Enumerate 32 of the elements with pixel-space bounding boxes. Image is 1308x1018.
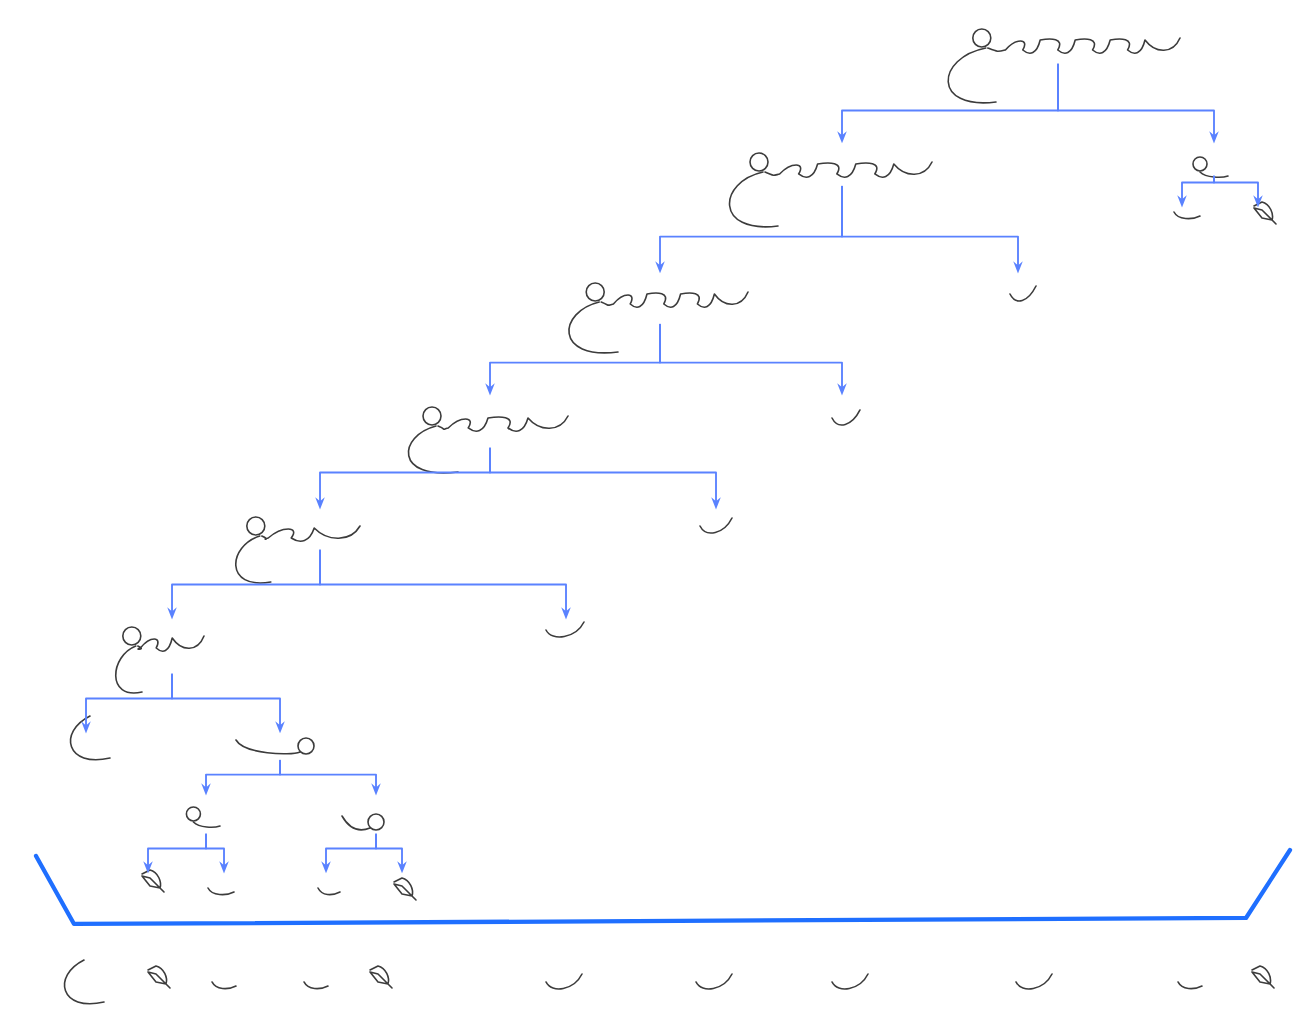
glyph-drawing xyxy=(211,981,237,990)
glyph-drawing xyxy=(341,813,385,831)
glyph-drawing xyxy=(69,715,111,761)
glyph-drawing xyxy=(695,973,733,990)
glyph-drawing xyxy=(1015,973,1053,990)
glyph-drawing xyxy=(699,517,733,534)
glyph-drawing xyxy=(831,409,861,426)
glyph-drawing xyxy=(147,965,171,989)
glyph-drawing xyxy=(235,516,361,584)
glyph-drawing xyxy=(1253,201,1277,225)
glyph-drawing xyxy=(185,806,221,828)
glyph-drawing xyxy=(369,965,393,989)
glyph-drawing xyxy=(545,621,585,638)
glyph-drawing xyxy=(303,981,329,990)
glyph-drawing xyxy=(407,406,569,474)
glyph-drawing xyxy=(393,877,417,901)
glyph-drawing xyxy=(317,887,341,896)
glyph-drawing xyxy=(831,973,869,990)
glyph-drawing xyxy=(947,28,1181,104)
glyph-drawing xyxy=(207,887,235,896)
glyph-drawing xyxy=(1173,211,1201,220)
glyph-drawing xyxy=(1251,965,1275,989)
glyph-drawing xyxy=(728,152,933,228)
glyph-drawing xyxy=(545,973,583,990)
glyph-drawing xyxy=(141,869,165,893)
glyph-drawing xyxy=(568,282,749,354)
glyph-drawing xyxy=(1192,156,1229,178)
glyph-drawing xyxy=(114,626,205,694)
glyph-drawing xyxy=(1177,981,1203,990)
glyph-drawing xyxy=(235,737,315,755)
glyph-drawing xyxy=(1009,285,1037,302)
glyph-drawing xyxy=(63,959,105,1005)
